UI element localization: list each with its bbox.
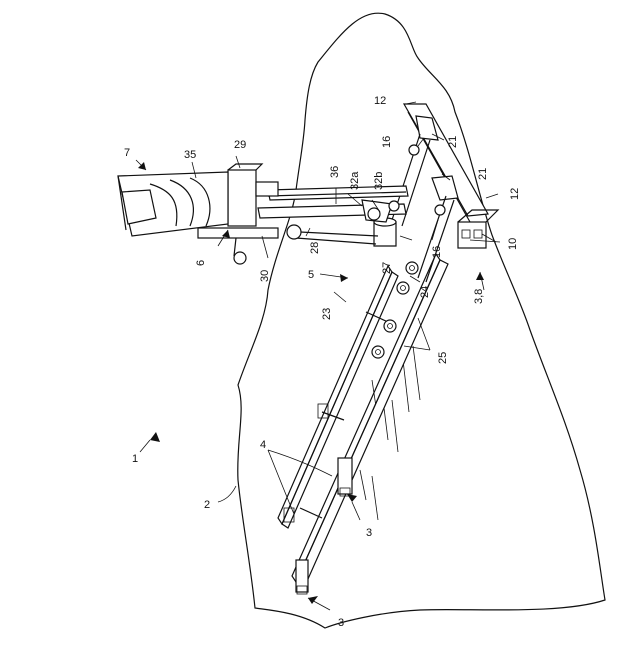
support-foot-2 [296,560,308,592]
label-21a: 21 [447,136,459,148]
base-rail-assembly [278,254,448,594]
label-3-8: 3,8 [473,289,485,304]
boom-assembly [118,164,408,264]
label-23: 23 [321,308,333,320]
label-12a: 12 [374,95,386,107]
label-3b: 3 [338,617,344,629]
label-30: 30 [259,270,271,282]
label-29: 29 [234,139,246,151]
roller-1 [406,262,418,274]
rail-back-top [278,266,392,524]
label-32b: 32b [373,172,385,190]
label-24: 24 [419,286,431,298]
arrow-5 [340,274,348,282]
roller-4 [372,346,384,358]
label-3a: 3 [366,527,372,539]
label-16b: 16 [431,246,443,258]
label-7: 7 [124,147,130,159]
collar-29 [228,170,256,226]
label-10: 10 [507,238,519,250]
label-27: 27 [381,262,393,274]
label-25: 25 [437,352,449,364]
label-35: 35 [184,149,196,161]
arrow-3-8 [476,272,484,280]
label-28: 28 [309,242,321,254]
arrow-1 [150,432,160,442]
label-6: 6 [195,260,207,266]
label-16a: 16 [381,136,393,148]
roller-2 [397,282,409,294]
label-21b: 21 [477,168,489,180]
label-36: 36 [329,166,341,178]
label-5: 5 [308,269,314,281]
roller-3 [384,320,396,332]
arrow-3a [347,494,357,502]
label-2: 2 [204,499,210,511]
label-12b: 12 [509,188,521,200]
label-4: 4 [260,439,266,451]
label-1: 1 [132,453,138,465]
label-32a: 32a [349,171,361,190]
